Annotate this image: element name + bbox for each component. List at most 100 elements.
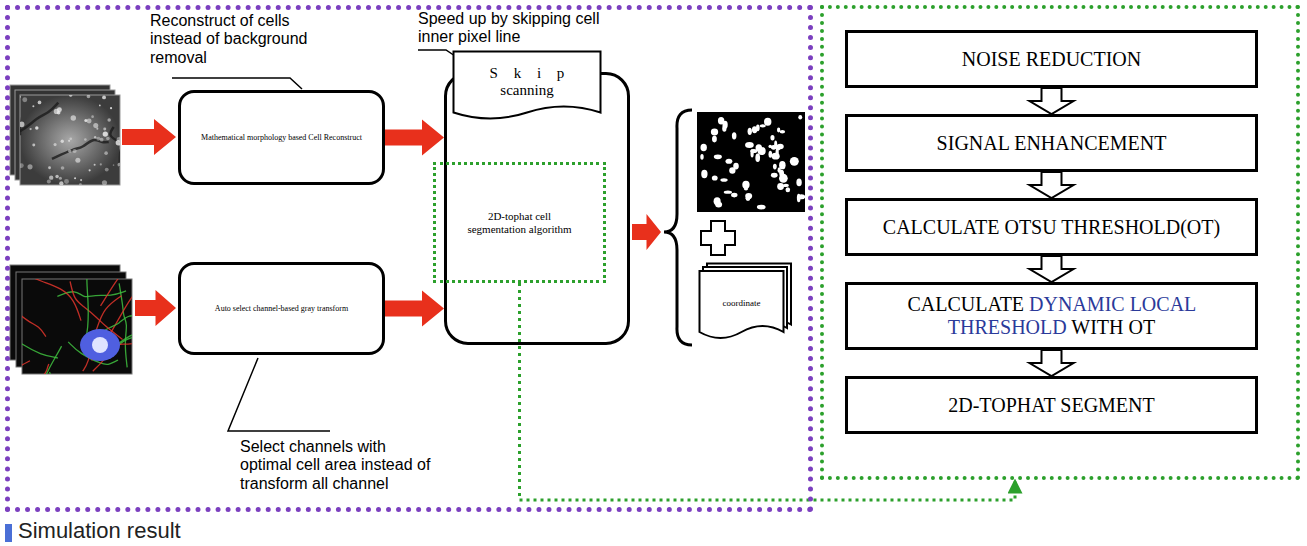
cell-nucleus (92, 337, 108, 353)
cell-dot (102, 180, 107, 185)
binary-image (697, 112, 805, 212)
red-arrow (385, 120, 444, 156)
process-step: CALCULATE OTSU THRESHOLD(OT) (845, 198, 1258, 256)
cell-dot (87, 118, 92, 123)
node-text: Mathematical morphology based Cell Recon… (201, 133, 362, 142)
cell-dot (38, 101, 42, 105)
tissue-image (20, 95, 120, 185)
red-arrow (135, 290, 176, 326)
document-page (700, 271, 784, 338)
red-fiber (22, 286, 46, 337)
segmented-cell (700, 144, 706, 151)
cell-dot (49, 175, 53, 179)
node-text: S k i p scanning (471, 65, 583, 100)
cell-dot (103, 128, 106, 131)
segmented-cell (760, 124, 766, 127)
plus-symbol (701, 221, 735, 255)
cell-dot (20, 163, 24, 168)
cell-dot (96, 137, 100, 141)
callout-note: Simulation result (18, 518, 338, 543)
segmented-cell (796, 179, 801, 187)
red-arrow (122, 119, 176, 155)
process-box: Mathematical morphology based Cell Recon… (178, 90, 385, 185)
callout-note: Select channels with optimal cell area i… (240, 438, 440, 493)
cell-dot (100, 163, 102, 165)
segmented-cell (724, 191, 732, 194)
cell-dot (59, 181, 63, 185)
cell-dot (61, 166, 65, 170)
cell-dot (84, 119, 87, 122)
red-fiber (22, 361, 30, 374)
cell-dot (55, 175, 58, 178)
segmented-cell (756, 144, 762, 151)
flow-arrow (1030, 256, 1074, 282)
cell-dot (68, 140, 70, 142)
cell-dot (110, 107, 112, 109)
cell-dot (89, 169, 91, 171)
segmented-cell (777, 144, 784, 149)
segmented-cell (748, 128, 752, 135)
cell-dot (80, 179, 82, 181)
segmented-cell (786, 187, 791, 192)
callout-note: Speed up by skipping cell inner pixel li… (418, 10, 633, 47)
vessel-line (110, 127, 120, 167)
segmented-cell (746, 196, 751, 201)
fluorescence-detail (22, 279, 132, 374)
segmented-cell (714, 154, 722, 159)
cell-dot (117, 163, 120, 167)
node-text: SIGNAL ENHANCEMENT (937, 132, 1167, 155)
red-fiber (22, 279, 81, 321)
cell-dot (113, 164, 115, 166)
cell-dot (87, 95, 91, 98)
segmented-cell (770, 135, 774, 141)
segmented-cell (764, 118, 771, 126)
segmented-cell (780, 130, 786, 134)
segmented-cell (750, 149, 753, 157)
cell-dot (69, 95, 73, 97)
flow-arrow (1030, 88, 1074, 114)
segmented-cell (731, 193, 737, 198)
red-fiber (101, 279, 132, 306)
segmented-cell (700, 154, 703, 160)
cell-dot (84, 138, 87, 141)
cell-dot (72, 149, 76, 153)
cell-dot (93, 123, 98, 128)
segmented-cell (773, 164, 777, 170)
callout-note: Reconstruct of cells instead of backgrou… (150, 12, 340, 67)
segmented-cell (701, 170, 707, 178)
red-fiber (22, 364, 49, 374)
cell-dot (103, 131, 108, 136)
node-text: NOISE REDUCTION (962, 48, 1141, 71)
vessel-line (20, 95, 21, 135)
process-step: CALCULATE DYNAMIC LOCAL THRESHOLD WITH O… (845, 282, 1258, 350)
document-stack: coordinate (698, 262, 793, 346)
red-arrow (632, 214, 661, 250)
segmented-cell (771, 145, 777, 150)
cell-dot (22, 97, 27, 102)
cell-dot (79, 183, 82, 185)
segmented-cell (757, 205, 766, 210)
node-text: CALCULATE DYNAMIC LOCAL THRESHOLD WITH O… (858, 293, 1245, 339)
highlight-word: LOCAL (1130, 293, 1196, 315)
algorithm-core: 2D-tophat cell segmentation algorithm (433, 162, 606, 283)
cell-dot (105, 168, 109, 172)
cell-dot (54, 109, 59, 114)
flow-arrow (1030, 350, 1074, 376)
segmented-cell (769, 151, 773, 158)
cell-dot (20, 122, 24, 128)
segmented-cell (712, 136, 717, 143)
cell-dot (61, 140, 64, 143)
cell-dot (96, 128, 98, 130)
node-text: coordinate (723, 298, 761, 308)
red-arrow (385, 291, 444, 327)
segmented-cell (779, 170, 784, 177)
cell-dot (64, 179, 69, 184)
segmented-cell (776, 149, 779, 156)
leader-line (172, 78, 302, 89)
cell-dot (68, 149, 71, 152)
process-box: Auto select channel-based gray transform (178, 262, 385, 355)
document-shape: S k i p scanning (452, 50, 602, 126)
segmented-cell (745, 142, 754, 148)
node-text: 2D-tophat cell segmentation algorithm (460, 210, 580, 235)
segmented-cell (742, 181, 749, 189)
